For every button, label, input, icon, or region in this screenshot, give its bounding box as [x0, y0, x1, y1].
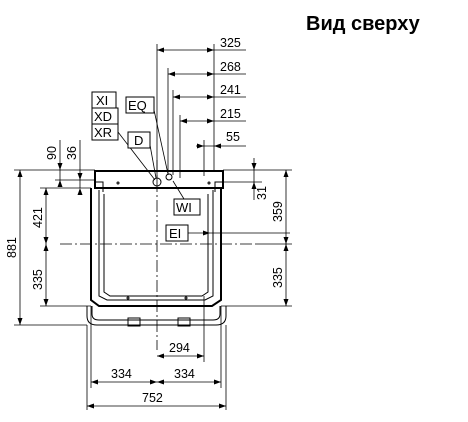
arrowhead	[207, 94, 214, 100]
arrowhead	[43, 244, 49, 251]
wi-label: WI	[176, 200, 192, 215]
xi-label: XI	[96, 93, 108, 108]
connection-eq-circle	[165, 173, 173, 181]
dim-881-label: 881	[5, 237, 19, 258]
arrowhead	[77, 173, 83, 180]
base-foot	[127, 317, 141, 327]
arrowhead	[173, 94, 180, 100]
arrowhead	[43, 299, 49, 306]
arrowhead	[197, 143, 204, 149]
right-bracket	[214, 181, 223, 192]
dim-241-label: 241	[220, 83, 241, 97]
dim-359-label: 359	[271, 201, 285, 222]
d-label: D	[134, 133, 143, 148]
right-dimensions: 31 359 335	[221, 158, 292, 307]
bottom-dimensions: 294 334 334 752	[86, 296, 227, 410]
dim-334-left-label: 334	[111, 367, 132, 381]
arrowhead	[77, 188, 83, 195]
arrowhead	[283, 170, 289, 177]
d-box	[127, 131, 151, 149]
body-outline	[90, 188, 222, 307]
xd-label: XD	[94, 109, 112, 124]
rivet	[207, 181, 211, 185]
dim-752-label: 752	[142, 391, 163, 405]
dim-335-right-label: 335	[271, 267, 285, 288]
rivet	[116, 181, 120, 185]
wi-leader	[172, 180, 185, 200]
eq-box	[125, 96, 155, 114]
base-frame-inner	[91, 306, 221, 321]
arrowhead	[207, 47, 214, 53]
arrowhead	[150, 379, 157, 385]
base-frame	[86, 306, 227, 326]
arrowhead	[283, 237, 289, 244]
dim-325-label: 325	[220, 36, 241, 50]
arrowhead	[17, 170, 23, 177]
arrowhead	[168, 71, 175, 77]
connection-labels: XI XD XR EQ D WI EI	[91, 91, 290, 242]
rivet	[184, 296, 188, 300]
eq-label: EQ	[128, 98, 147, 113]
dim-334-right-label: 334	[174, 367, 195, 381]
dim-421-label: 421	[31, 207, 45, 228]
arrowhead	[180, 118, 187, 124]
dim-31-label: 31	[255, 186, 269, 200]
arrowhead	[43, 237, 49, 244]
arrowhead	[214, 379, 221, 385]
arrowhead	[157, 47, 164, 53]
wi-box	[173, 198, 201, 216]
xr-label: XR	[94, 125, 112, 140]
arrowhead	[207, 71, 214, 77]
rivet	[126, 296, 130, 300]
arrowhead	[157, 353, 164, 359]
top-dimension-ladder: 325 268 241 215 55	[156, 36, 246, 180]
d-leader	[149, 144, 157, 179]
top-plate	[94, 170, 224, 189]
arrowhead	[43, 188, 49, 195]
arrowhead	[283, 299, 289, 306]
dim-294-label: 294	[169, 341, 190, 355]
arrowhead	[207, 118, 214, 124]
dim-36-label: 36	[65, 146, 79, 160]
arrowhead	[283, 244, 289, 251]
ei-label: EI	[169, 226, 181, 241]
arrowhead	[251, 163, 257, 170]
arrowhead	[57, 163, 63, 170]
view-title: Вид сверху	[306, 13, 421, 35]
arrowhead	[17, 318, 23, 325]
arrowhead	[214, 143, 221, 149]
cabinet-outline	[86, 170, 227, 327]
dim-215-label: 215	[220, 107, 241, 121]
arrowhead	[219, 403, 226, 409]
arrowhead	[203, 230, 210, 236]
body-inner	[98, 190, 214, 301]
dim-268-label: 268	[220, 60, 241, 74]
arrowhead	[91, 379, 98, 385]
center-lines	[60, 160, 256, 350]
left-dimensions: 881 421 335 90 36	[5, 140, 95, 326]
left-bracket	[95, 181, 104, 192]
xr-leader	[117, 131, 156, 181]
arrowhead	[251, 182, 257, 189]
dim-55-label: 55	[226, 130, 240, 144]
arrowhead	[57, 180, 63, 187]
dim-335-left-label: 335	[31, 269, 45, 290]
dim-90-label: 90	[45, 146, 59, 160]
arrowhead	[197, 353, 204, 359]
arrowhead	[87, 403, 94, 409]
eq-leader	[153, 109, 169, 175]
body-inner-2	[103, 194, 209, 297]
base-foot	[177, 317, 191, 327]
arrowhead	[157, 379, 164, 385]
